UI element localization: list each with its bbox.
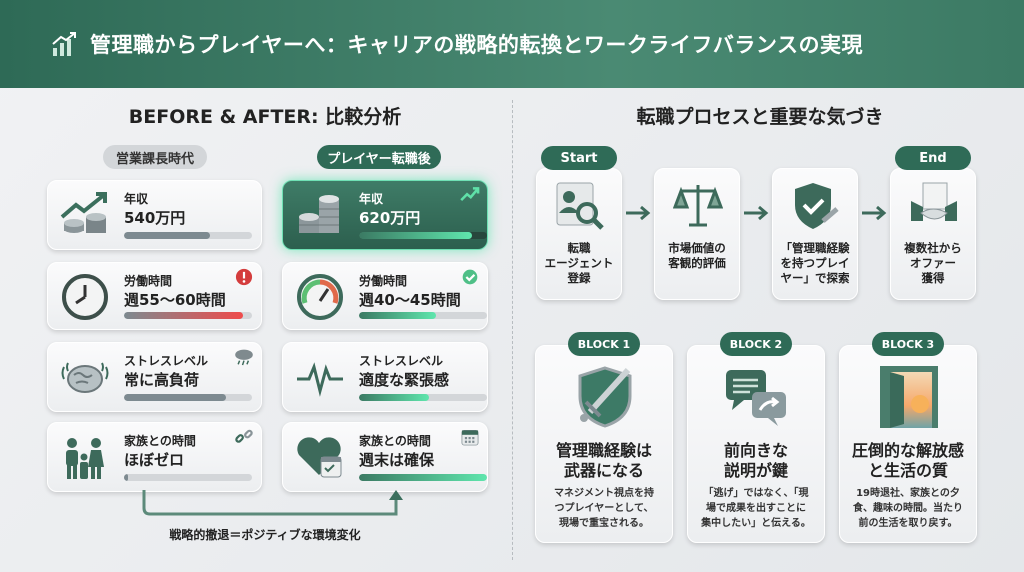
header-banner: 管理職からプレイヤーへ：キャリアの戦略的転換とワークライフバランスの実現 [0, 0, 1024, 88]
metric-value: 540万円 [124, 209, 186, 227]
before-card-1: 労働時間週55〜60時間 [47, 262, 262, 330]
metric-label: 労働時間 [124, 274, 173, 288]
process-heading: 転職プロセスと重要な気づき [636, 106, 884, 128]
metric-value: 週55〜60時間 [124, 291, 226, 309]
brain-icon [60, 353, 110, 401]
transition-caption: 戦略的撤退＝ポジティブな環境変化 [169, 528, 361, 542]
metric-label: 家族との時間 [359, 434, 431, 448]
start-pill: Start [541, 146, 617, 170]
metric-bar-fill [124, 394, 227, 401]
open-door-sunset-icon [876, 364, 942, 430]
after-card-3: 家族との時間週末は確保 [282, 422, 488, 492]
comparison-heading: BEFORE & AFTER: 比較分析 [128, 106, 402, 128]
transition-arrow [142, 490, 403, 516]
chart-up-icon [52, 32, 76, 56]
calendar-icon [459, 426, 481, 448]
step-text: 複数社から オファー 獲得 [904, 241, 962, 285]
insight-block-1: 管理職経験は 武器になるマネジメント視点を持 つプレイヤーとして、 現場で重宝さ… [535, 345, 673, 543]
alert-icon [233, 266, 255, 288]
chat-bubbles-icon [724, 364, 790, 430]
block-title: 前向きな 説明が鍵 [723, 441, 788, 480]
before-card-0: 年収 540万円 [47, 180, 262, 250]
block-title: 圧倒的な解放感 と生活の質 [851, 441, 964, 480]
scale-icon [672, 181, 724, 231]
shield-sword-icon [572, 364, 638, 430]
metric-value: 週40〜45時間 [359, 291, 461, 309]
after-label: プレイヤー転職後 [317, 145, 441, 169]
block-title: 管理職経験は 武器になる [555, 441, 652, 480]
storm-cloud-icon [233, 346, 255, 368]
metric-bar [124, 394, 252, 401]
step-text: 「管理職経験 を持つプレイ ヤー」で探索 [780, 241, 850, 285]
metric-bar-fill [359, 232, 472, 239]
metric-bar [359, 312, 487, 319]
before-card-2: ストレスレベル常に高負荷 [47, 342, 262, 412]
broken-link-icon [233, 426, 255, 448]
process-step-1: 転職 エージェント 登録 [536, 168, 622, 300]
arrow-right-icon [862, 205, 890, 221]
metric-label: 年収 [359, 192, 384, 206]
arrow-right-icon [626, 205, 654, 221]
metric-label: ストレスレベル [359, 354, 444, 368]
block-description: 「逃げ」ではなく、「現 場で成果を出すことに 集中したい」と伝える。 [701, 488, 811, 529]
metric-value: ほぼゼロ [124, 451, 185, 469]
after-card-2: ストレスレベル適度な緊張感 [282, 342, 488, 412]
heart-calendar-icon [295, 433, 345, 481]
block-tag: BLOCK 3 [872, 332, 944, 356]
clock-icon [60, 273, 110, 321]
handshake-icon [909, 181, 959, 231]
metric-value: 適度な緊張感 [359, 371, 450, 389]
metric-label: ストレスレベル [124, 354, 209, 368]
trend-up-icon [459, 184, 481, 206]
metric-bar [359, 474, 487, 481]
process-step-4: 複数社から オファー 獲得 [890, 168, 976, 300]
page-title: 管理職からプレイヤーへ：キャリアの戦略的転換とワークライフバランスの実現 [90, 33, 863, 57]
metric-value: 週末は確保 [359, 451, 435, 469]
arrow-right-icon [744, 205, 772, 221]
step-text: 転職 エージェント 登録 [544, 241, 614, 285]
profile-search-icon [555, 181, 605, 231]
metric-value: 常に高負荷 [124, 371, 200, 389]
metric-label: 年収 [124, 192, 149, 206]
process-step-2: 市場価値の 客観的評価 [654, 168, 740, 300]
metric-bar-fill [124, 474, 128, 481]
check-icon [459, 266, 481, 288]
metric-value: 620万円 [359, 209, 421, 227]
metric-bar-fill [359, 474, 487, 481]
block-tag: BLOCK 2 [720, 332, 792, 356]
coins-chart-icon [60, 191, 110, 239]
metric-label: 労働時間 [359, 274, 408, 288]
block-description: 19時退社、家族との夕 食、趣味の時間。当たり 前の生活を取り戻す。 [853, 488, 963, 529]
wave-icon [295, 353, 345, 401]
metric-bar [124, 312, 252, 319]
section-divider [512, 100, 513, 560]
insight-block-2: 前向きな 説明が鍵「逃げ」ではなく、「現 場で成果を出すことに 集中したい」と伝… [687, 345, 825, 543]
metric-label: 家族との時間 [124, 434, 196, 448]
before-card-3: 家族との時間ほぼゼロ [47, 422, 262, 492]
after-card-0: 年収 620万円 [282, 180, 488, 250]
metric-bar [124, 474, 252, 481]
coins-icon [295, 191, 345, 239]
family-icon [60, 433, 110, 481]
metric-bar-fill [124, 312, 244, 319]
metric-bar [359, 232, 487, 239]
gauge-icon [295, 273, 345, 321]
metric-bar [359, 394, 487, 401]
block-description: マネジメント視点を持 つプレイヤーとして、 現場で重宝される。 [554, 488, 654, 529]
insight-block-3: 圧倒的な解放感 と生活の質 19時退社、家族との夕 食、趣味の時間。当たり 前の生… [839, 345, 977, 543]
block-tag: BLOCK 1 [568, 332, 640, 356]
before-label: 営業課長時代 [103, 145, 207, 169]
metric-bar-fill [124, 232, 210, 239]
process-step-3: 「管理職経験 を持つプレイ ヤー」で探索 [772, 168, 858, 300]
metric-bar [124, 232, 252, 239]
end-pill: End [895, 146, 971, 170]
metric-bar-fill [359, 312, 436, 319]
shield-wrench-icon [791, 181, 841, 231]
step-text: 市場価値の 客観的評価 [668, 241, 726, 270]
after-card-1: 労働時間週40〜45時間 [282, 262, 488, 330]
metric-bar-fill [359, 394, 430, 401]
